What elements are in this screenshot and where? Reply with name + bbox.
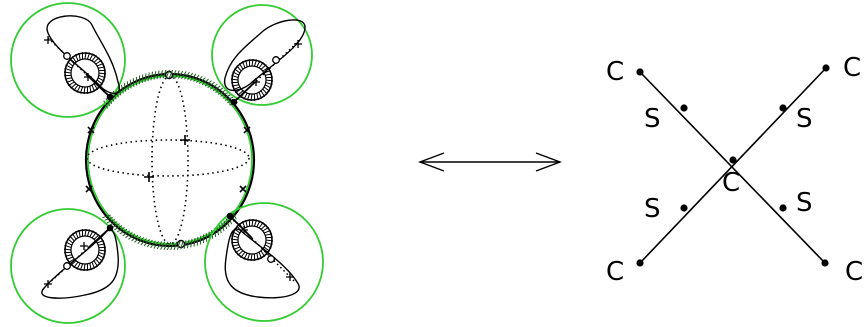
graph-label-end-upper-left: C	[606, 57, 624, 87]
cross-mark	[180, 135, 190, 145]
cross-mark	[294, 40, 302, 48]
sphere-diagram	[10, 2, 324, 324]
graph-node-end-lower-right	[821, 259, 829, 267]
graph-node-mid-lower-right	[779, 204, 787, 212]
cross-mark	[252, 78, 260, 86]
x-mark	[243, 126, 251, 134]
cross-mark	[44, 36, 52, 44]
lobe-hatched-disc	[231, 219, 273, 261]
bond-graph: C S C S C S C S C	[606, 53, 863, 287]
lobe-bottom-right	[204, 202, 324, 322]
cross-mark	[80, 242, 88, 250]
lobe-green-ring	[211, 4, 313, 106]
open-node	[272, 56, 280, 64]
lobe-hatched-disc	[231, 59, 273, 101]
graph-node-mid-upper-left	[680, 104, 688, 112]
lobe-green-ring	[10, 208, 126, 324]
graph-node-mid-upper-right	[779, 104, 787, 112]
x-mark	[87, 126, 95, 134]
graph-node-end-lower-left	[636, 259, 644, 267]
lobe-hatching	[63, 51, 274, 272]
lobe-outline	[41, 229, 119, 299]
cross-mark	[44, 280, 52, 288]
graph-label-center: C	[722, 168, 740, 198]
graph-edges	[639, 67, 827, 264]
cross-mark	[144, 172, 154, 182]
lobe-hatched-disc	[64, 52, 106, 94]
lobe-green-ring	[204, 202, 324, 322]
x-mark	[239, 185, 247, 193]
open-node	[267, 255, 275, 263]
lobe-axis	[233, 39, 301, 103]
arrowhead-right	[535, 152, 562, 172]
graph-node-center	[729, 156, 737, 164]
filled-node	[230, 98, 238, 106]
lobe-bottom-left	[10, 208, 126, 324]
double-arrow	[418, 152, 562, 172]
graph-node-mid-lower-left	[680, 204, 688, 212]
open-node	[63, 262, 71, 270]
sphere-hatching	[102, 69, 238, 251]
cross-mark	[84, 73, 92, 81]
lobe-top-right	[211, 4, 313, 106]
graph-label-mid-lower-right: S	[796, 188, 813, 218]
lobe-axis	[47, 227, 111, 285]
graph-node-end-upper-right	[822, 64, 830, 72]
lobe-hatched-disc	[64, 229, 106, 271]
graph-label-end-lower-right: C	[845, 257, 863, 287]
cross-mark	[240, 226, 248, 234]
lobe-top-left	[10, 2, 126, 118]
graph-label-end-lower-left: C	[606, 257, 624, 287]
graph-label-end-upper-right: C	[843, 53, 861, 83]
sphere-meridian-horizontal	[86, 139, 250, 177]
filled-node	[226, 212, 234, 220]
x-mark	[85, 185, 93, 193]
lobe-axis	[229, 215, 295, 282]
cross-mark	[286, 273, 294, 281]
graph-label-mid-lower-left: S	[644, 194, 661, 224]
lobe-outline	[46, 15, 120, 95]
lobe-green-ring	[10, 2, 126, 118]
open-node	[63, 52, 71, 60]
arrowhead-left	[418, 152, 445, 172]
graph-node-end-upper-left	[636, 68, 644, 76]
filled-node	[106, 224, 114, 232]
filled-node	[106, 93, 114, 101]
graph-label-mid-upper-right: S	[796, 104, 813, 134]
graph-label-mid-upper-left: S	[644, 104, 661, 134]
sphere-meridian-vertical	[151, 75, 189, 245]
